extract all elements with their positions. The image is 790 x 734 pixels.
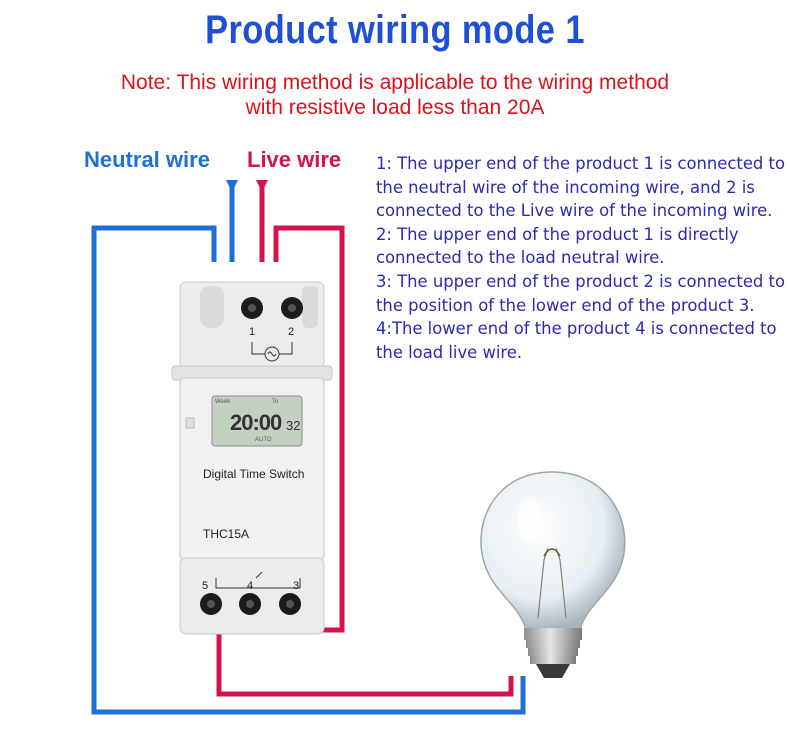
terminal-top-2	[281, 297, 303, 319]
live-wire-to-load	[216, 612, 514, 697]
neutral-wire-to-load	[91, 225, 526, 715]
terminal-bottom-5	[200, 593, 222, 615]
lcd-week-label: Week	[215, 399, 231, 405]
terminal-top-1	[241, 297, 263, 319]
step-3: 3: The upper end of the product 2 is con…	[376, 271, 785, 315]
terminal-label-4: 4	[247, 580, 254, 592]
terminal-bottom-4	[239, 593, 261, 615]
lcd-time: 20:00	[230, 410, 282, 435]
terminal-label-5: 5	[202, 580, 209, 592]
wiring-steps: 1: The upper end of the product 1 is con…	[376, 152, 786, 364]
lcd-screen	[211, 395, 303, 447]
light-bulb-icon	[480, 471, 626, 678]
page-title: Product wiring mode 1	[205, 8, 585, 52]
step-2: 2: The upper end of the product 1 is dir…	[376, 224, 739, 268]
terminal-label-2: 2	[288, 326, 295, 338]
terminal-label-1: 1	[249, 326, 256, 338]
lcd-mode: AUTO	[255, 437, 272, 443]
neutral-arrow-head	[226, 180, 238, 192]
live-wire-label: Live wire	[247, 147, 342, 172]
note-line-1: Note: This wiring method is applicable t…	[120, 71, 670, 94]
device-model: THC15A	[203, 527, 250, 541]
step-4: 4:The lower end of the product 4 is conn…	[376, 319, 777, 362]
note-text: Note: This wiring method is applicable t…	[0, 70, 790, 120]
terminal-label-3: 3	[293, 580, 300, 592]
lcd-seconds: 32	[286, 418, 301, 433]
neutral-wire	[91, 186, 526, 715]
time-switch-device	[171, 281, 333, 635]
neutral-wire-label: Neutral wire	[84, 147, 210, 172]
live-arrow-head	[256, 180, 268, 192]
lcd-to-label: To	[272, 399, 279, 405]
step-1: 1: The upper end of the product 1 is con…	[376, 154, 785, 221]
ac-source-icon	[264, 346, 280, 362]
note-line-2: with resistive load less than 20A	[245, 96, 545, 119]
device-name: Digital Time Switch	[203, 467, 305, 481]
terminal-bottom-3	[279, 593, 301, 615]
